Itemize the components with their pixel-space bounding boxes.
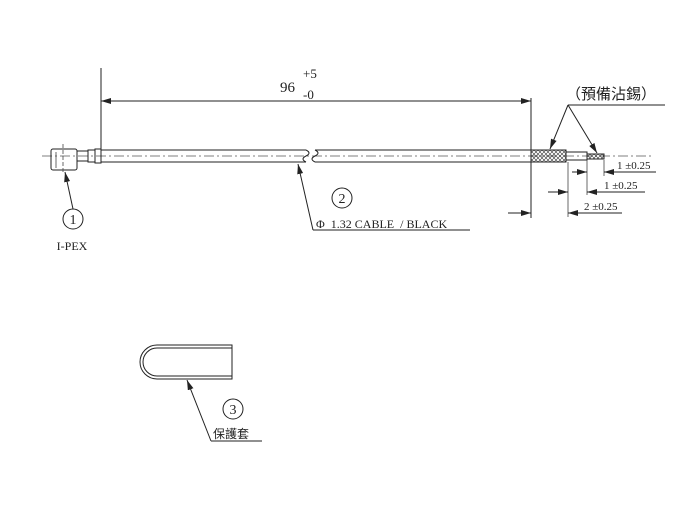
part-2-callout: 2 Φ 1.32 CABLE / BLACK: [297, 163, 470, 231]
part-1-label: I-PEX: [57, 239, 88, 253]
part-3-number: 3: [230, 403, 237, 418]
strip-dim-2: 1 ±0.25: [604, 180, 638, 192]
strip-dim-1: 1 ±0.25: [617, 160, 651, 172]
pre-tinning-label: （預備沾錫）: [566, 86, 656, 103]
braid-shield: [530, 149, 567, 163]
overall-length-value: 96: [280, 80, 296, 96]
part-1-callout: 1 I-PEX: [57, 171, 88, 253]
i-pex-connector: [50, 144, 102, 173]
strip-dim-3: 2 ±0.25: [584, 201, 618, 213]
cable-jacket: [101, 149, 531, 163]
center-conductor: [586, 153, 605, 160]
part-3-callout: 3 保護套: [186, 379, 262, 442]
pre-tinning-note: （預備沾錫）: [549, 86, 665, 154]
part-3-label: 保護套: [213, 426, 249, 441]
part-1-number: 1: [70, 213, 77, 228]
overall-length-dimension: 96 +5 -0: [100, 66, 532, 218]
strip-dimensions: 1 ±0.25 1 ±0.25 2 ±0.25: [508, 160, 656, 217]
part-2-number: 2: [339, 192, 346, 207]
overall-length-plus-tol: +5: [303, 66, 317, 81]
overall-length-minus-tol: -0: [303, 87, 314, 102]
protective-cap: [139, 344, 233, 380]
part-2-label: Φ 1.32 CABLE / BLACK: [316, 217, 447, 231]
